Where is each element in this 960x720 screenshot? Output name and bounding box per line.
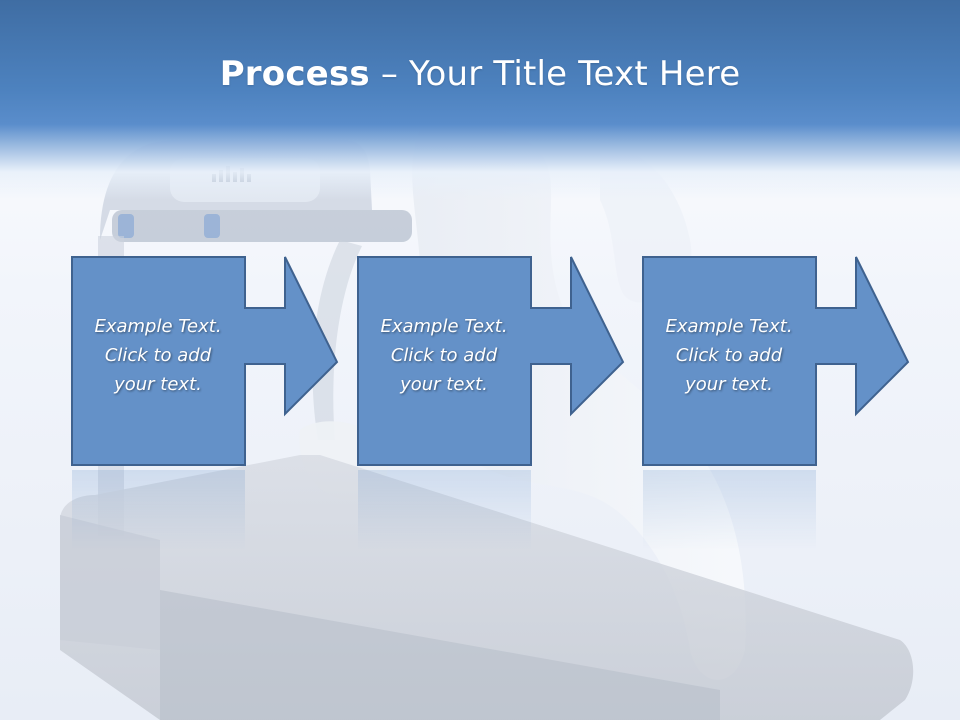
step-text-line-3: your text.	[685, 374, 773, 395]
title-bar	[0, 0, 960, 200]
step-box	[357, 256, 625, 466]
step-box	[71, 256, 339, 466]
step-text-line-1: Example Text.	[94, 316, 222, 337]
step-reflection	[72, 470, 245, 550]
step-reflection	[643, 470, 816, 550]
step-text-line-1: Example Text.	[665, 316, 793, 337]
title-rest: – Your Title Text Here	[369, 54, 741, 94]
process-step-1[interactable]: Example Text. Click to add your text.	[71, 256, 339, 468]
step-box	[642, 256, 910, 466]
title-bold: Process	[219, 54, 370, 94]
step-text-line-2: Click to add	[675, 345, 783, 366]
process-step-2[interactable]: Example Text. Click to add your text.	[357, 256, 625, 468]
step-text-line-2: Click to add	[390, 345, 498, 366]
process-step-3[interactable]: Example Text. Click to add your text.	[642, 256, 910, 468]
step-text-line-3: your text.	[114, 374, 202, 395]
step-text-line-2: Click to add	[104, 345, 212, 366]
slide-title[interactable]: Process – Your Title Text Here	[0, 52, 960, 96]
arrow-right-icon	[71, 256, 72, 257]
step-text[interactable]: Example Text. Click to add your text.	[359, 312, 529, 399]
step-text-line-3: your text.	[400, 374, 488, 395]
step-text[interactable]: Example Text. Click to add your text.	[644, 312, 814, 399]
step-text-line-1: Example Text.	[380, 316, 508, 337]
step-reflection	[358, 470, 531, 550]
step-text[interactable]: Example Text. Click to add your text.	[73, 312, 243, 399]
